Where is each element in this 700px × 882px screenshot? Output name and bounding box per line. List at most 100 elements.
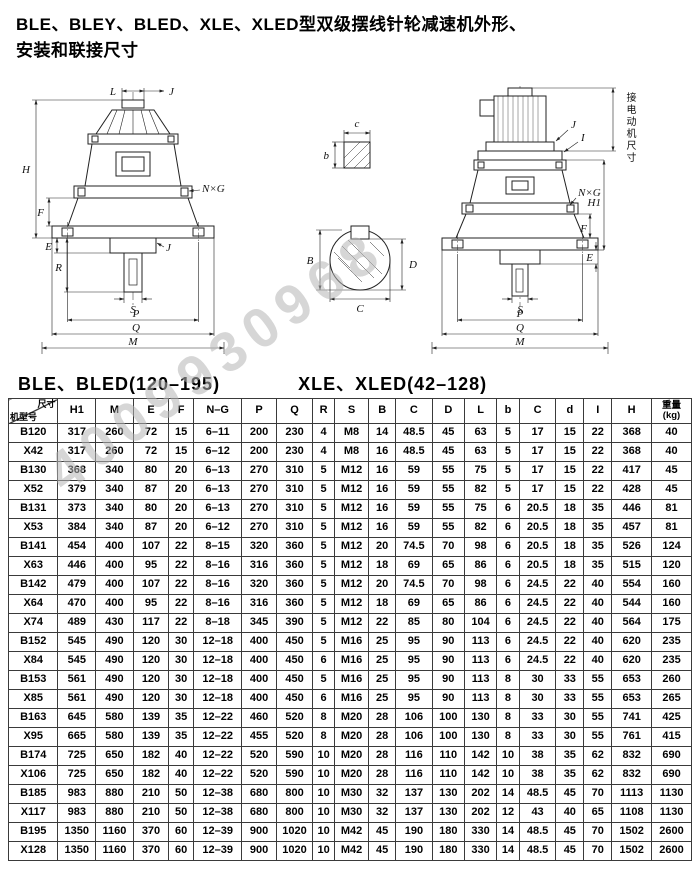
dim-label-D: D [408,259,417,271]
table-cell: 30 [555,708,585,728]
table-cell: 580 [95,708,134,728]
table-cell: 370 [132,822,170,842]
table-cell: 6 [312,689,335,709]
table-cell: 260 [651,670,692,690]
table-cell: 70 [431,537,465,557]
table-cell: M12 [333,537,370,557]
table-cell: 10 [496,746,520,766]
table-cell: 35 [583,556,613,576]
column-header-2-E: E [132,398,170,424]
table-cell: 104 [463,613,498,633]
table-cell: 18 [555,556,585,576]
model-cell-X74: X74 [7,613,59,633]
table-cell: 230 [275,442,314,462]
table-cell: 30 [518,670,557,690]
dim-label-S: S [130,304,136,316]
table-cell: M12 [333,575,370,595]
table-cell: 10 [312,765,335,785]
table-cell: 22 [583,461,613,481]
table-cell: 38 [518,746,557,766]
table-cell: 725 [57,746,97,766]
model-cell-X64: X64 [7,594,59,614]
table-cell: 18 [368,556,397,576]
table-cell: 82 [463,518,498,538]
table-cell: 12–38 [192,784,243,804]
table-cell: 645 [57,708,97,728]
model-cell-X85: X85 [7,689,59,709]
table-cell: 417 [611,461,653,481]
table-cell: 100 [431,727,465,747]
table-cell: 142 [463,746,498,766]
table-cell: 10 [312,784,335,804]
table-cell: 124 [651,537,692,557]
column-header-14-C: C [518,398,557,424]
dim-label-J-right: J [571,119,577,131]
column-header-9-B: B [368,398,397,424]
table-cell: 12–22 [192,708,243,728]
table-cell: 72 [132,442,170,462]
table-cell: 400 [95,594,134,614]
table-cell: 74.5 [395,537,433,557]
table-cell: 8 [496,708,520,728]
table-cell: 10 [312,822,335,842]
table-cell: 98 [463,575,498,595]
table-cell: 43 [518,803,557,823]
dim-label-E: E [44,241,52,253]
table-cell: 62 [583,746,613,766]
table-cell: 110 [431,765,465,785]
table-cell: 139 [132,727,170,747]
table-cell: M42 [333,822,370,842]
table-cell: 8 [312,727,335,747]
dim-label-NxG-right: N×G [577,187,601,199]
table-cell: 900 [241,822,277,842]
dim-label-S-right: S [517,304,523,316]
table-cell: 30 [168,651,194,671]
table-cell: 40 [583,632,613,652]
table-cell: 17 [518,480,557,500]
table-cell: 45 [431,442,465,462]
table-cell: 70 [583,822,613,842]
table-cell: 80 [431,613,465,633]
table-cell: 800 [275,803,314,823]
table-cell: 24.5 [518,575,557,595]
table-cell: 428 [611,480,653,500]
dim-label-R: R [54,262,62,274]
table-cell: 470 [57,594,97,614]
table-cell: M12 [333,556,370,576]
technical-drawings: L J H F E R N×G J S P Q M [0,80,700,380]
table-cell: 40 [583,651,613,671]
table-cell: 761 [611,727,653,747]
table-cell: 14 [368,423,397,443]
table-cell: 620 [611,651,653,671]
column-header-10-C: C [395,398,433,424]
table-cell: 235 [651,632,692,652]
table-cell: 200 [241,423,277,443]
table-cell: 1108 [611,803,653,823]
table-cell: 690 [651,746,692,766]
table-cell: 95 [132,556,170,576]
table-cell: 87 [132,480,170,500]
table-cell: 379 [57,480,97,500]
model-cell-B120: B120 [7,423,59,443]
table-cell: 270 [241,499,277,519]
table-cell: M12 [333,499,370,519]
table-cell: 520 [241,746,277,766]
table-cell: 22 [555,594,585,614]
table-cell: 1350 [57,841,97,861]
table-cell: 55 [431,480,465,500]
table-cell: 14 [496,784,520,804]
table-cell: M16 [333,670,370,690]
table-cell: 457 [611,518,653,538]
table-cell: 25 [368,651,397,671]
table-cell: 80 [132,499,170,519]
table-cell: 12 [496,803,520,823]
table-cell: 22 [168,556,194,576]
table-cell: 24.5 [518,594,557,614]
table-cell: 22 [583,423,613,443]
table-cell: 450 [275,670,314,690]
table-cell: 65 [431,594,465,614]
table-cell: 1130 [651,784,692,804]
